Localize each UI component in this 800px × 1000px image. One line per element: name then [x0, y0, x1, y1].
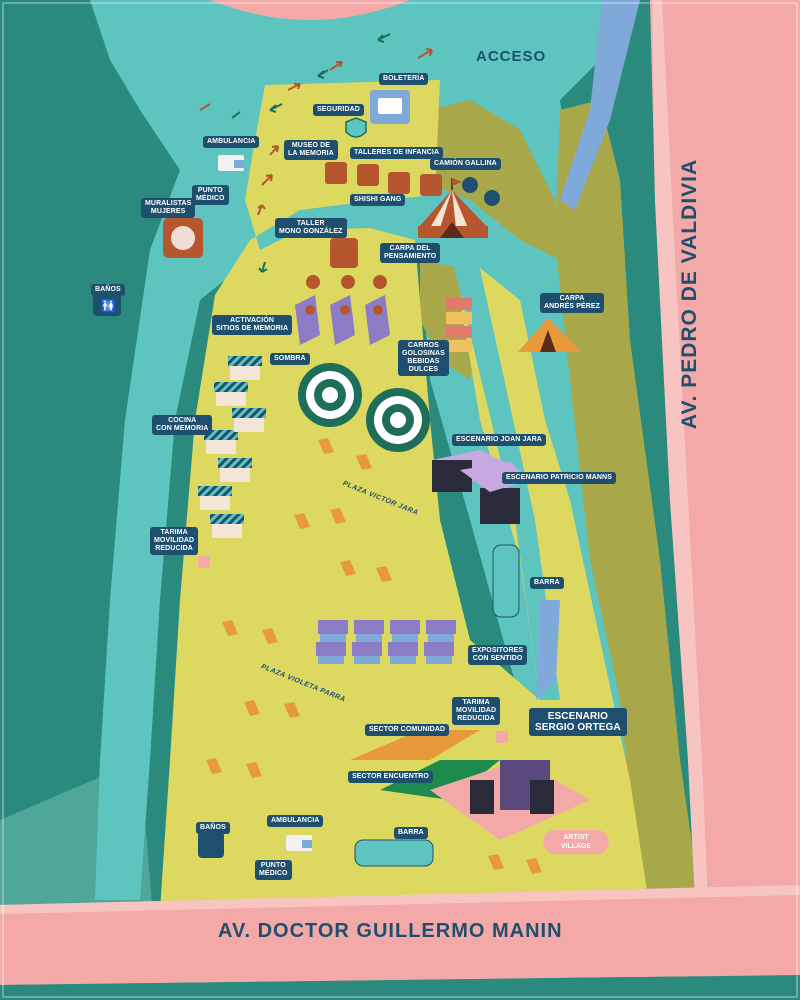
label-sector-comunidad: SECTOR COMUNIDAD: [365, 724, 450, 736]
label-activacion: ACTIVACIÓN SITIOS DE MEMORIA: [212, 315, 293, 335]
tent-icon: [518, 318, 582, 352]
label-shishi: SHISHI GANG: [350, 194, 406, 206]
label-expositores: EXPOSITORES CON SENTIDO: [468, 645, 528, 665]
museum-icon: [325, 162, 347, 184]
label-taller-mono: TALLER MONO GONZÁLEZ: [275, 218, 347, 238]
label-carpa-andres: CARPA ANDRÉS PÉREZ: [540, 293, 605, 313]
road-pedro-de-valdivia: AV. PEDRO DE VALDIVIA: [678, 158, 702, 430]
main-stage-icon: [430, 760, 590, 840]
label-tarima-top: TARIMA MOVILIDAD REDUCIDA: [150, 527, 199, 555]
access-label: ACCESO: [476, 48, 547, 65]
road-doctor-guillermo-manin: AV. DOCTOR GUILLERMO MANIN: [218, 920, 563, 942]
label-ambulancia-top: AMBULANCIA: [203, 136, 260, 148]
label-punto-medico-bottom: PUNTO MÉDICO: [255, 860, 292, 880]
label-talleres: TALLERES DE INFANCIA: [350, 147, 444, 159]
community-sector: [350, 730, 480, 760]
label-seguridad: SEGURIDAD: [313, 104, 364, 116]
umbrella-icon-2: [366, 388, 430, 452]
label-camion: CAMIÓN GALLINA: [430, 158, 501, 170]
label-banos-bottom: BAÑOS: [196, 822, 230, 834]
workshop-icon: [357, 164, 379, 186]
label-banos-top: BAÑOS: [91, 284, 125, 296]
label-boleteria: BOLETERÍA: [379, 73, 429, 85]
circus-tent-icon: [418, 178, 488, 238]
wheelchair-icon-bottom: [496, 731, 508, 743]
label-escenario-ortega: ESCENARIO SERGIO ORTEGA: [529, 708, 627, 736]
bar-icon: [492, 544, 520, 618]
bar-icon-bottom: [354, 839, 434, 867]
exhibitor-tents: [316, 620, 456, 664]
shield-icon: [345, 117, 367, 138]
wheelchair-icon: [198, 556, 210, 568]
access-arrows: [199, 33, 433, 273]
svg-text:🚻: 🚻: [101, 299, 116, 313]
label-carros: CARROS GOLOSINAS BEBIDAS DULCES: [398, 340, 449, 376]
label-sector-encuentro: SECTOR ENCUENTRO: [348, 771, 433, 783]
label-barra-top: BARRA: [530, 577, 564, 589]
encounter-sector: [380, 760, 500, 800]
label-tarima-bottom: TARIMA MOVILIDAD REDUCIDA: [452, 697, 501, 725]
label-muralistas: MURALISTAS MUJERES: [141, 198, 196, 218]
memory-tents: [295, 295, 390, 345]
label-barra-bottom: BARRA: [394, 827, 428, 839]
label-sombra: SOMBRA: [270, 353, 310, 365]
label-museo: MUSEO DE LA MEMORIA: [284, 140, 338, 160]
label-artist-village: ARTIST VILLAGE: [543, 830, 609, 854]
toilet-icon-bottom: [198, 832, 224, 858]
label-escenario-jara: ESCENARIO JOAN JARA: [452, 434, 546, 446]
deck-chairs: [206, 438, 542, 874]
hands-icon: [330, 238, 358, 268]
label-ambulancia-bottom: AMBULANCIA: [267, 815, 324, 827]
label-escenario-manns: ESCENARIO PATRICIO MANNS: [502, 472, 616, 484]
label-punto-medico-top: PUNTO MÉDICO: [192, 185, 229, 205]
carts-icon: [446, 298, 472, 352]
truck-icon: [420, 174, 442, 196]
crafts-icon: [388, 172, 410, 194]
label-carpa-pensamiento: CARPA DEL PENSAMIENTO: [380, 243, 441, 263]
food-stalls: [198, 356, 266, 538]
stage-icon: [432, 450, 530, 524]
umbrella-icon: [298, 363, 362, 427]
label-cocina: COCINA CON MEMORIA: [152, 415, 213, 435]
toilet-icon: [93, 292, 121, 316]
